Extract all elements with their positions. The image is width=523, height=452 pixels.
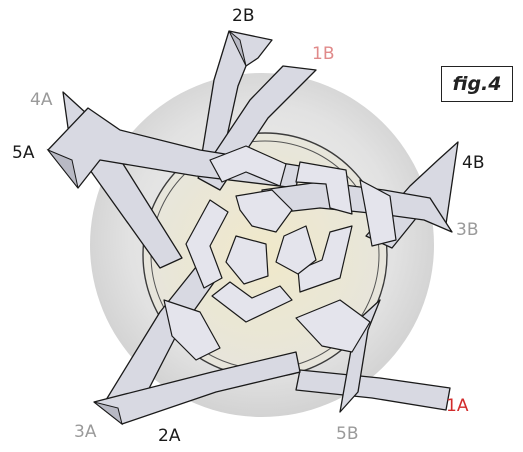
weave-strip-7 [275, 225, 317, 275]
strip-1a [295, 369, 451, 411]
label-1b: 1B [312, 44, 335, 64]
label-2a: 2A [158, 426, 181, 446]
strip-3b [261, 181, 453, 233]
label-5b: 5B [336, 424, 359, 444]
label-5a: 5A [12, 143, 35, 163]
weave-strip-8 [225, 235, 269, 285]
weave-strip-11 [359, 179, 397, 247]
weave-strip-2 [295, 161, 353, 215]
strip-2b [199, 30, 273, 169]
label-4a: 4A [30, 90, 53, 110]
label-1a: 1A [446, 396, 469, 416]
figure-label-box: fig.4 [441, 66, 513, 102]
shadow-tab-3a [93, 401, 123, 426]
label-3b: 3B [456, 220, 479, 240]
shadow-tab-2b [228, 30, 247, 67]
weave-strip-1 [209, 145, 287, 187]
weave-strip-4 [211, 281, 293, 323]
label-3a: 3A [74, 422, 97, 442]
weave-strip-5 [185, 199, 229, 289]
shadow-tab-5a [46, 148, 79, 189]
label-2b: 2B [232, 6, 255, 26]
weave-strip-6 [235, 189, 293, 233]
figure-label: fig.4 [452, 73, 502, 95]
weave-strip-9 [295, 299, 371, 353]
weave-strip-10 [163, 299, 221, 361]
label-4b: 4B [462, 153, 485, 173]
